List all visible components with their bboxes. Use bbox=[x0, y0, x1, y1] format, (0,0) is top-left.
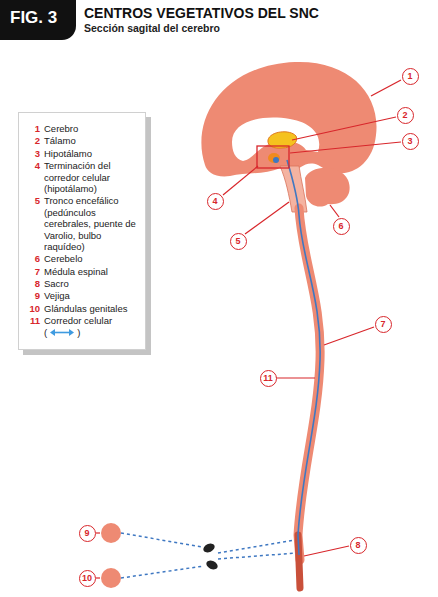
legend-entry: Vejiga bbox=[44, 290, 137, 301]
corridor-symbol: () bbox=[44, 327, 137, 338]
callout-number: 6 bbox=[338, 222, 343, 231]
legend-entry: Médula espinal bbox=[44, 266, 137, 277]
legend-number: 3 bbox=[23, 148, 44, 159]
legend-panel: 1Cerebro2Tálamo3Hipotálamo4Terminación d… bbox=[18, 112, 146, 350]
ganglion bbox=[202, 542, 216, 554]
legend-number: 11 bbox=[23, 315, 44, 338]
callout-circle: 7 bbox=[375, 316, 392, 333]
callout-number: 10 bbox=[82, 574, 92, 583]
legend-row: 8Sacro bbox=[23, 278, 137, 289]
callout-number: 5 bbox=[235, 237, 240, 246]
legend-entry: Terminación del corredor celular (hipotá… bbox=[44, 160, 137, 194]
legend-row: 3Hipotálamo bbox=[23, 148, 137, 159]
legend-entry: Cerebelo bbox=[44, 253, 137, 264]
legend-text: Vejiga bbox=[44, 290, 70, 301]
callout-circle: 11 bbox=[260, 370, 277, 387]
callout-number: 4 bbox=[212, 197, 217, 206]
callout-number: 2 bbox=[402, 111, 407, 120]
legend-row: 11Corredor celular() bbox=[23, 315, 137, 338]
callout-circle: 3 bbox=[402, 133, 419, 150]
legend-paren: ) bbox=[77, 327, 80, 338]
legend-row: 7Médula espinal bbox=[23, 266, 137, 277]
legend-row: 10Glándulas genitales bbox=[23, 303, 137, 314]
cellular-corridor bbox=[287, 160, 320, 555]
callout-number: 9 bbox=[84, 529, 89, 538]
callout-circle: 8 bbox=[350, 537, 367, 554]
legend-entry: Glándulas genitales bbox=[44, 303, 137, 314]
callout-number: 11 bbox=[263, 374, 273, 383]
legend-row: 5Tronco encefálico (pedúnculos cerebrale… bbox=[23, 195, 137, 252]
figure-title: CENTROS VEGETATIVOS DEL SNC bbox=[84, 5, 319, 21]
legend-text: Médula espinal bbox=[44, 266, 108, 277]
legend-text: Tronco encefálico (pedúnculos cerebrales… bbox=[44, 195, 136, 252]
legend-row: 4Terminación del corredor celular (hipot… bbox=[23, 160, 137, 194]
callout-number: 3 bbox=[407, 137, 412, 146]
legend-number: 10 bbox=[23, 303, 44, 314]
legend-text: Terminación del corredor celular (hipotá… bbox=[44, 160, 111, 194]
legend-paren: ( bbox=[44, 327, 47, 338]
legend-entry: Tálamo bbox=[44, 135, 137, 146]
double-arrow bbox=[49, 328, 75, 337]
legend-text: Corredor celular bbox=[44, 315, 112, 326]
legend-entry: Tronco encefálico (pedúnculos cerebrales… bbox=[44, 195, 137, 252]
legend-number: 7 bbox=[23, 266, 44, 277]
legend-entry: Sacro bbox=[44, 278, 137, 289]
legend-number: 4 bbox=[23, 160, 44, 194]
legend-text: Tálamo bbox=[44, 135, 76, 146]
figure-number: FIG. 3 bbox=[10, 8, 68, 28]
legend-number: 6 bbox=[23, 253, 44, 264]
callout-circle: 2 bbox=[397, 107, 414, 124]
legend-row: 6Cerebelo bbox=[23, 253, 137, 264]
legend-number: 9 bbox=[23, 290, 44, 301]
legend-text: Sacro bbox=[44, 278, 69, 289]
nerve-paths bbox=[121, 533, 296, 578]
callout-number: 8 bbox=[355, 541, 360, 550]
hypothalamus bbox=[268, 153, 280, 163]
legend-text: Cerebelo bbox=[44, 253, 83, 264]
legend-row: 2Tálamo bbox=[23, 135, 137, 146]
callout-circle: 9 bbox=[79, 525, 96, 542]
corridor-end bbox=[273, 157, 279, 163]
figure-tab: FIG. 3 bbox=[0, 0, 76, 40]
bladder bbox=[101, 523, 121, 543]
legend-number: 2 bbox=[23, 135, 44, 146]
callout-circle: 10 bbox=[79, 570, 96, 587]
legend-text: Hipotálamo bbox=[44, 148, 92, 159]
legend-text: Glándulas genitales bbox=[44, 303, 127, 314]
callout-circle: 6 bbox=[333, 218, 350, 235]
callout-number: 7 bbox=[380, 320, 385, 329]
figure-subtitle: Sección sagital del cerebro bbox=[84, 22, 220, 34]
cerebrum bbox=[201, 62, 376, 176]
legend-row: 1Cerebro bbox=[23, 123, 137, 134]
legend-entry: Corredor celular() bbox=[44, 315, 137, 338]
legend-entry: Cerebro bbox=[44, 123, 137, 134]
legend-row: 9Vejiga bbox=[23, 290, 137, 301]
legend-number: 5 bbox=[23, 195, 44, 252]
legend-number: 8 bbox=[23, 278, 44, 289]
callout-circle: 1 bbox=[402, 68, 419, 85]
cerebellum bbox=[305, 168, 350, 207]
legend-text: Cerebro bbox=[44, 123, 78, 134]
legend-number: 1 bbox=[23, 123, 44, 134]
ganglion bbox=[205, 559, 219, 571]
hypothalamus-box bbox=[257, 146, 289, 168]
genital-glands bbox=[101, 568, 121, 588]
legend-entry: Hipotálamo bbox=[44, 148, 137, 159]
callout-number: 1 bbox=[407, 72, 412, 81]
callout-circle: 5 bbox=[230, 233, 247, 250]
callout-circle: 4 bbox=[207, 193, 224, 210]
